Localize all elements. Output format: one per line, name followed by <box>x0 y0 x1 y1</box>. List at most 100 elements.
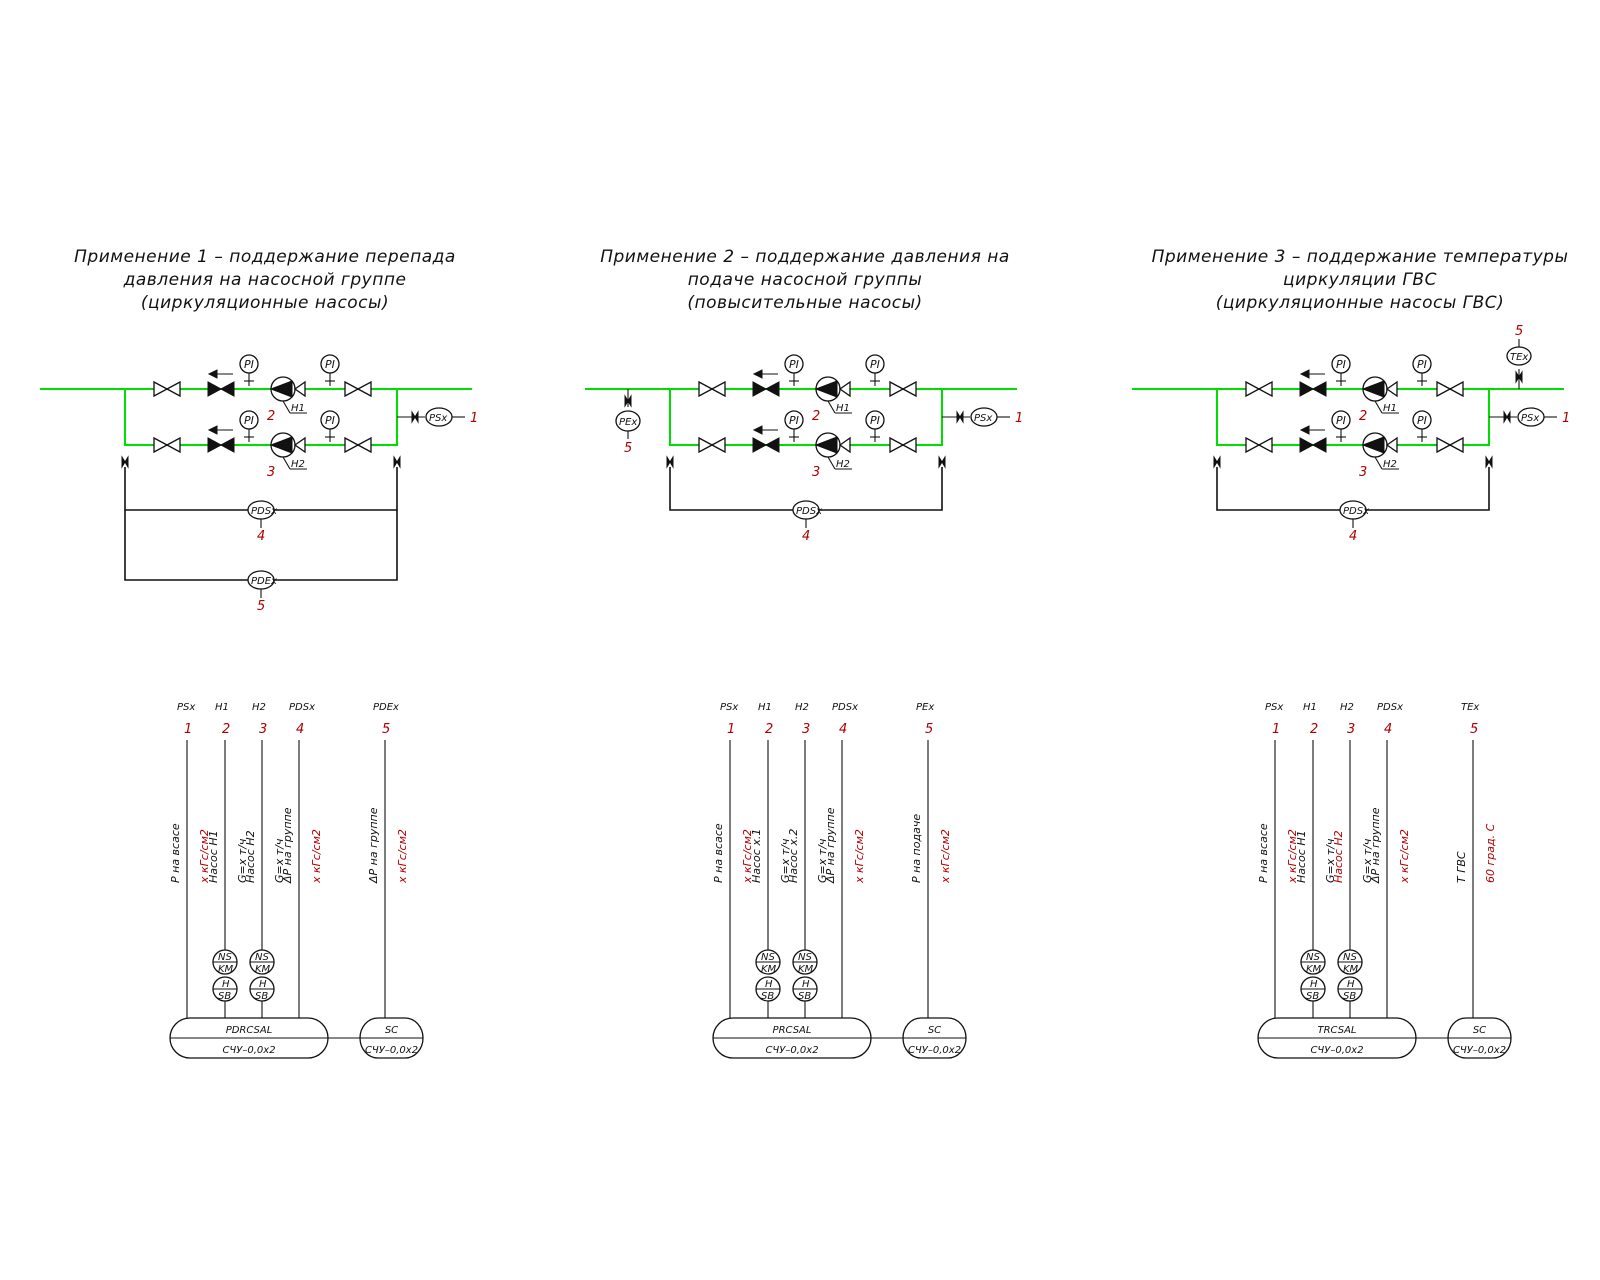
gate-valve-icon <box>1245 380 1273 398</box>
column-tag: PSx <box>177 702 195 713</box>
column-num: 2 <box>1310 722 1318 737</box>
sb-label: SB <box>218 991 231 1002</box>
pump-icon <box>814 380 838 398</box>
description-text: ΔP на группе <box>367 807 380 884</box>
column-num: 4 <box>296 722 304 737</box>
sensor-label: PDSx <box>251 506 277 517</box>
pressure-gauge-icon <box>1331 410 1351 430</box>
gauge-label: PI <box>244 414 254 427</box>
description-text: x кГс/см2 <box>853 829 866 884</box>
leader <box>1374 456 1383 470</box>
pump-num: 3 <box>267 465 275 480</box>
km-label: KM <box>255 964 271 975</box>
flow-arrow-icon <box>752 425 763 435</box>
column-tag: PDSx <box>1377 702 1403 713</box>
column-tag: PDSx <box>832 702 858 713</box>
bypass-pipe <box>669 389 943 446</box>
pump-icon <box>814 436 838 454</box>
pressure-gauge-icon <box>239 410 259 430</box>
extra-num: 5 <box>624 441 632 456</box>
reducer-icon <box>1385 380 1398 398</box>
column-num: 3 <box>259 722 267 737</box>
scheme-s3-title: Применение 3 – поддержание температуры ци… <box>1152 247 1569 313</box>
km-label: KM <box>218 964 234 975</box>
controller-label: PRCSAL <box>773 1025 812 1036</box>
pump-icon <box>1361 380 1385 398</box>
column-tag: H2 <box>795 702 809 713</box>
description-text: x кГс/см2 <box>1398 829 1411 884</box>
pressure-gauge-icon <box>865 354 885 374</box>
column-num: 2 <box>765 722 773 737</box>
gauge-label: PI <box>789 358 799 371</box>
check-valve-icon <box>219 437 235 453</box>
gauge-label: PI <box>1336 414 1346 427</box>
km-label: KM <box>1306 964 1322 975</box>
column-num: 5 <box>382 722 390 737</box>
sc-cabinet-label: СЧУ–0,0х2 <box>908 1045 961 1056</box>
check-valve-icon <box>764 437 780 453</box>
cabinet-label: СЧУ–0,0х2 <box>765 1045 818 1056</box>
check-valve-icon <box>207 437 223 453</box>
description-text: ΔP на группе <box>824 807 837 884</box>
column-num: 4 <box>1384 722 1392 737</box>
sensor-label: PSx <box>1521 413 1539 424</box>
gauge-label: PI <box>1336 358 1346 371</box>
title-line: Применение 2 – поддержание давления на <box>600 247 1010 267</box>
flow-arrow-icon <box>1299 369 1310 379</box>
description-text: G=x т/ч <box>816 838 829 883</box>
column-num: 5 <box>925 722 933 737</box>
tap-valve-icon <box>666 455 674 469</box>
gate-valve-icon <box>153 436 181 454</box>
km-label: KM <box>761 964 777 975</box>
h-label: H <box>1310 979 1318 990</box>
bypass-pipe <box>1216 389 1490 446</box>
flow-arrow-icon <box>207 369 218 379</box>
cabinet-label: СЧУ–0,0х2 <box>1310 1045 1363 1056</box>
title-line: циркуляции ГВС <box>1283 270 1437 290</box>
gauge-label: PI <box>1417 414 1427 427</box>
gauge-label: PI <box>870 358 880 371</box>
description-text: G=x т/ч <box>1361 838 1374 883</box>
sc-label: SC <box>1473 1025 1486 1036</box>
pump-tag: H1 <box>1383 403 1397 414</box>
pump-tag: H1 <box>836 403 850 414</box>
pds-num: 4 <box>257 529 265 544</box>
tap-valve-icon <box>1213 455 1221 469</box>
pds-num: 4 <box>1349 529 1357 544</box>
column-tag: PSx <box>1265 702 1283 713</box>
check-valve-icon <box>1299 381 1315 397</box>
title-line: Применение 1 – поддержание перепада <box>74 247 456 267</box>
extra-num: 5 <box>1515 324 1523 339</box>
gate-valve-icon <box>889 380 917 398</box>
reducer-icon <box>293 380 306 398</box>
pressure-gauge-icon <box>1412 410 1432 430</box>
h-label: H <box>802 979 810 990</box>
pressure-gauge-icon <box>239 354 259 374</box>
title-line: Применение 3 – поддержание температуры <box>1152 247 1569 267</box>
flow-arrow-icon <box>1299 425 1310 435</box>
description-text: Насос H1 <box>207 830 220 883</box>
description-text: x кГс/см2 <box>939 829 952 884</box>
column-num: 3 <box>1347 722 1355 737</box>
km-label: KM <box>1343 964 1359 975</box>
column-tag: TEx <box>1461 702 1479 713</box>
gate-valve-icon <box>344 380 372 398</box>
gate-valve-icon <box>698 380 726 398</box>
pressure-gauge-icon <box>1331 354 1351 374</box>
ns-label: NS <box>798 952 812 963</box>
description-text: ΔP на группе <box>281 807 294 884</box>
description-text: x кГс/см2 <box>1286 829 1299 884</box>
leader <box>282 456 291 470</box>
tap-valve-icon <box>393 455 401 469</box>
sensor-label: PDSx <box>1343 506 1369 517</box>
check-valve-icon <box>1299 437 1315 453</box>
controller-label: TRCSAL <box>1318 1025 1357 1036</box>
sensor-label: PEx <box>619 417 637 428</box>
gauge-label: PI <box>325 414 335 427</box>
description-text: P на всасе <box>1257 823 1270 883</box>
extra-num: 5 <box>257 599 265 614</box>
pressure-gauge-icon <box>320 354 340 374</box>
